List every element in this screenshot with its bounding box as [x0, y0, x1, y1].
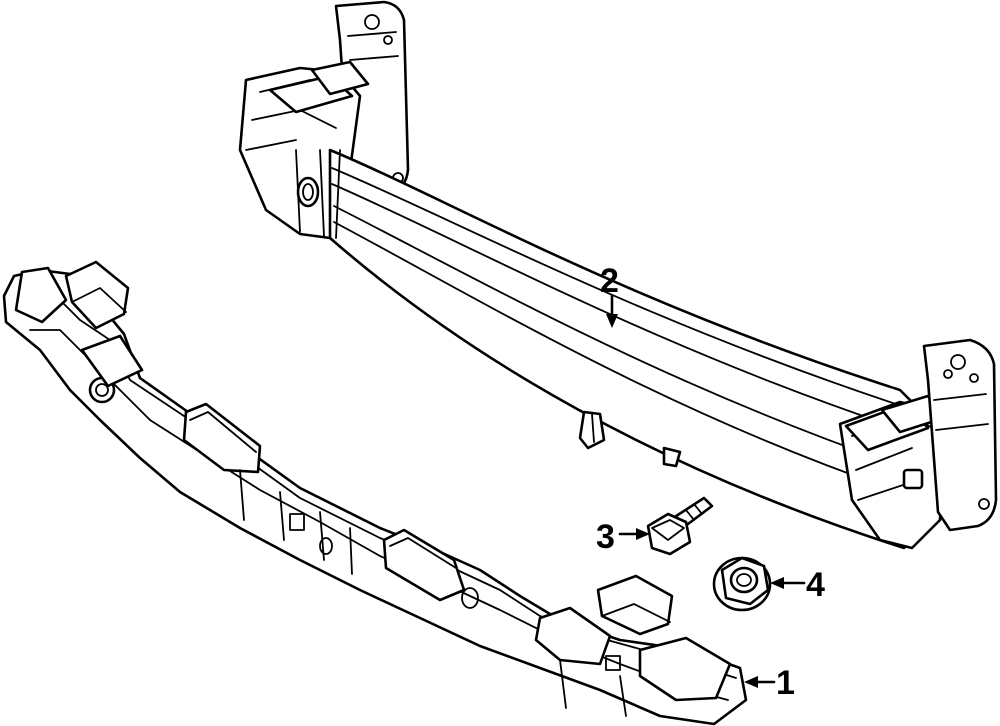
- callout-2: 2: [600, 262, 619, 300]
- reinforcement-beam: [238, 0, 998, 550]
- callout-arrows: [606, 294, 806, 688]
- callout-4: 4: [806, 566, 825, 604]
- callout-3: 3: [596, 518, 615, 556]
- energy-absorber: [2, 260, 748, 726]
- arrowhead-2: [606, 314, 618, 328]
- callout-1: 1: [776, 664, 795, 702]
- bolt: [646, 496, 714, 556]
- nut: [712, 556, 772, 612]
- arrowhead-3: [636, 528, 650, 540]
- arrowhead-4: [770, 577, 784, 589]
- arrowhead-1: [744, 676, 758, 688]
